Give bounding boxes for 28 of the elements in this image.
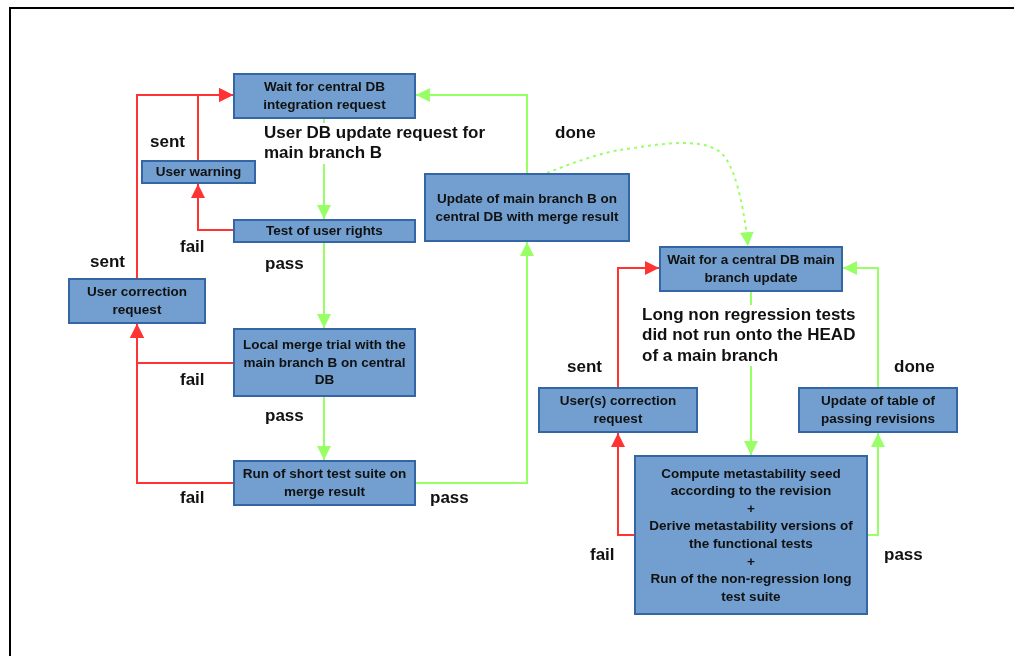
arrow — [317, 396, 331, 461]
process-box: Update of table of passing revisions — [798, 387, 958, 433]
box-text: Compute metastability seed according to the revision — [660, 464, 842, 500]
arrow — [617, 261, 660, 388]
box-text: + — [747, 552, 755, 571]
box-text: + — [747, 499, 755, 518]
process-box: Local merge trial with the main branch B on central DB — [233, 328, 416, 397]
process-box: Run of short test suite on merge result — [233, 460, 416, 506]
box-text: Run of the non-regression long test suite — [649, 570, 853, 606]
arrow — [842, 261, 879, 388]
arrow — [191, 183, 234, 231]
process-box: User correction request — [68, 278, 206, 324]
process-box: Test of user rights — [233, 219, 416, 243]
process-box — [634, 455, 868, 615]
box-text: Derive metastability versions of the functional tests — [648, 517, 854, 553]
arrow — [867, 432, 885, 536]
process-box: User warning — [141, 160, 256, 184]
arrow — [130, 323, 234, 484]
process-box: Wait for central DB integration request — [233, 73, 416, 119]
process-box: Update of main branch B on central DB with merge result — [424, 173, 630, 242]
arrow — [611, 432, 635, 536]
arrow — [136, 88, 234, 279]
arrow — [415, 88, 528, 174]
arrow — [317, 242, 331, 329]
process-box: User(s) correction request — [538, 387, 698, 433]
arrow — [546, 142, 754, 247]
process-box: Wait for a central DB main branch update — [659, 246, 843, 292]
arrow — [415, 241, 534, 484]
